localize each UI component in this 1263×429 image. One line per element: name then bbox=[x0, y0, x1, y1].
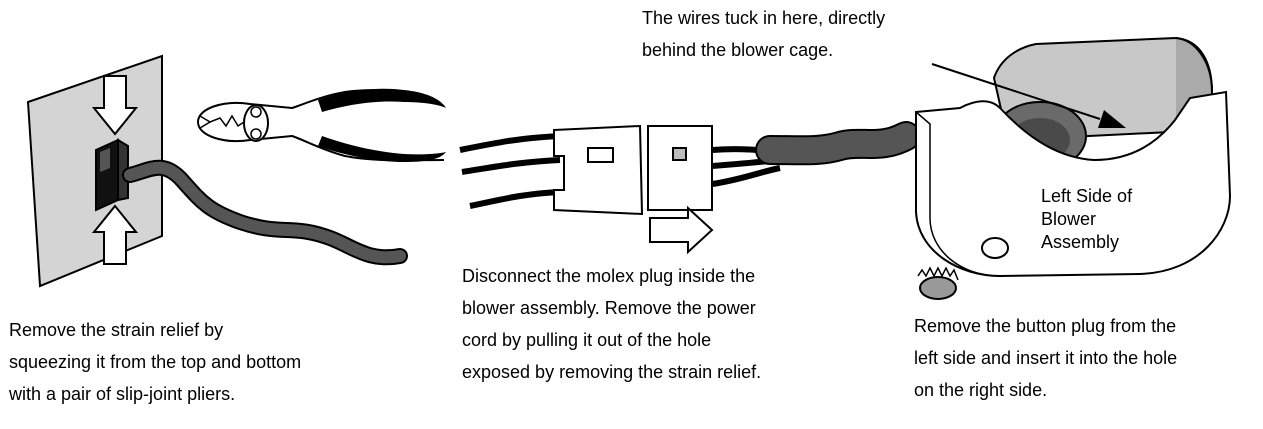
molex-plug-male bbox=[553, 124, 644, 216]
wires-callout-note: The wires tuck in here, directly behind … bbox=[642, 2, 885, 66]
pull-direction-arrow-icon bbox=[649, 205, 714, 255]
caption-line: Disconnect the molex plug inside the bbox=[462, 266, 756, 286]
button-plug-caption: Remove the button plug from the left sid… bbox=[914, 310, 1177, 406]
slip-joint-pliers bbox=[197, 88, 446, 162]
caption-line: left side and insert it into the hole bbox=[914, 348, 1178, 368]
callout-line: The wires tuck in here, directly bbox=[642, 8, 886, 28]
molex-plug-caption: Disconnect the molex plug inside the blo… bbox=[462, 260, 761, 388]
callout-arrow-icon bbox=[931, 63, 1126, 128]
squeeze-arrow-top-icon bbox=[91, 75, 139, 136]
button-plug-icon bbox=[917, 266, 959, 300]
caption-line: cord by pulling it out of the hole bbox=[462, 330, 712, 350]
strain-relief-caption: Remove the strain relief by squeezing it… bbox=[9, 314, 301, 410]
label-line: Blower bbox=[1041, 209, 1097, 229]
squeeze-arrow-bottom-icon bbox=[91, 204, 139, 265]
power-cord-right bbox=[755, 121, 921, 166]
caption-line: with a pair of slip-joint pliers. bbox=[9, 384, 236, 404]
left-wires bbox=[459, 133, 561, 209]
caption-line: exposed by removing the strain relief. bbox=[462, 362, 762, 382]
blower-side-label: Left Side of Blower Assembly bbox=[1041, 185, 1132, 254]
caption-line: on the right side. bbox=[914, 380, 1048, 400]
callout-line: behind the blower cage. bbox=[642, 40, 834, 60]
label-line: Left Side of bbox=[1041, 186, 1133, 206]
caption-line: blower assembly. Remove the power bbox=[462, 298, 756, 318]
blower-side-plate bbox=[915, 90, 1232, 278]
caption-line: Remove the button plug from the bbox=[914, 316, 1177, 336]
caption-line: squeezing it from the top and bottom bbox=[9, 352, 302, 372]
label-line: Assembly bbox=[1041, 232, 1120, 252]
molex-plug-female bbox=[647, 125, 713, 211]
caption-line: Remove the strain relief by bbox=[9, 320, 224, 340]
power-cord-left bbox=[122, 159, 408, 266]
strain-relief bbox=[95, 138, 129, 212]
